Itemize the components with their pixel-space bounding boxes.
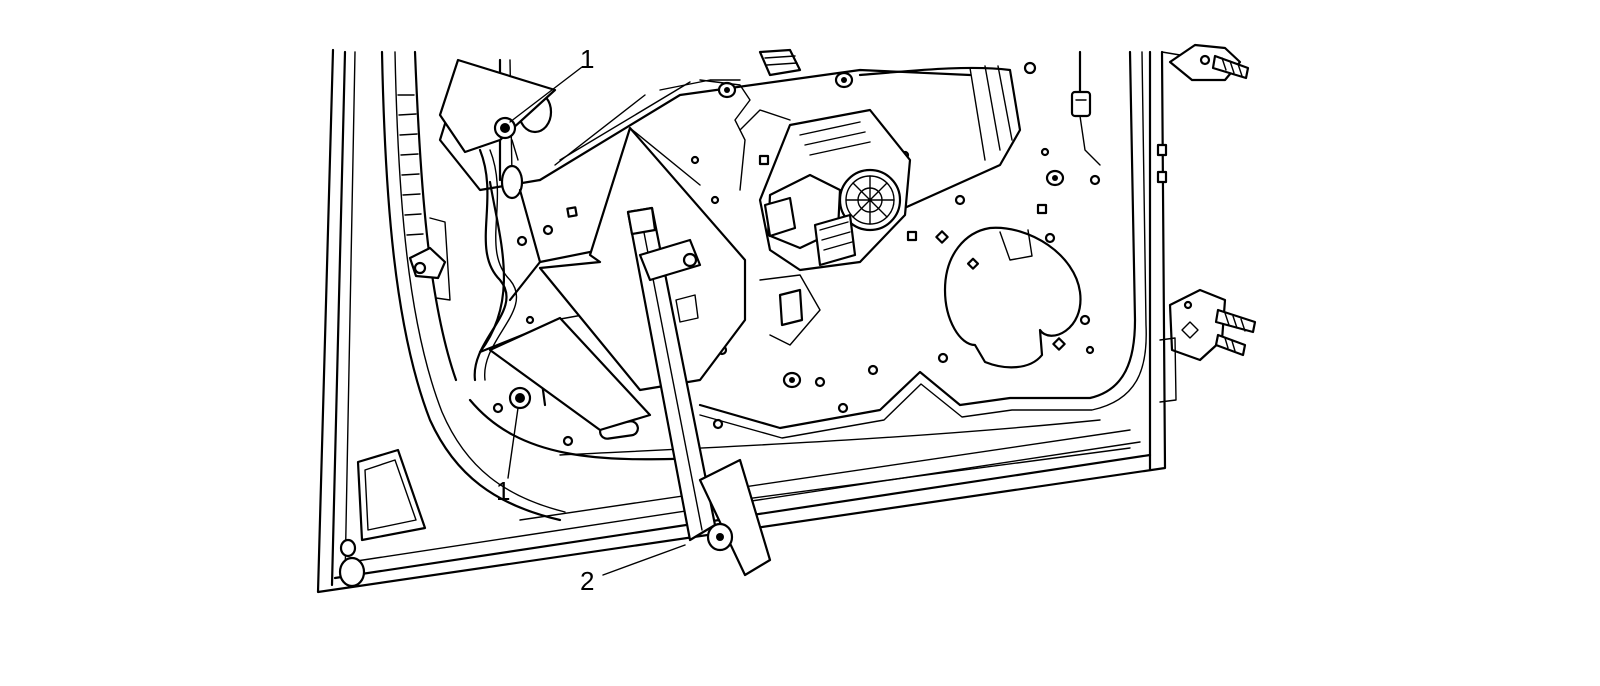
wiring-harness bbox=[473, 50, 1101, 382]
window-motor bbox=[699, 48, 1022, 346]
door-inner-frame bbox=[356, 50, 1147, 542]
upper-hinge bbox=[1023, 43, 1250, 82]
callout-label-1-upper: 1 bbox=[580, 44, 594, 74]
right-edge-detail bbox=[1156, 143, 1177, 403]
callout-label-2: 2 bbox=[580, 566, 594, 596]
latch-detail bbox=[408, 217, 451, 301]
fastener-upper bbox=[493, 116, 517, 140]
callout-leaders bbox=[507, 66, 686, 576]
lower-hinge bbox=[1168, 288, 1257, 362]
speaker-opening bbox=[943, 226, 1082, 369]
fastener-lower bbox=[508, 386, 532, 410]
callout-label-1-lower: 1 bbox=[496, 476, 510, 506]
window-guide-rail bbox=[626, 206, 772, 577]
